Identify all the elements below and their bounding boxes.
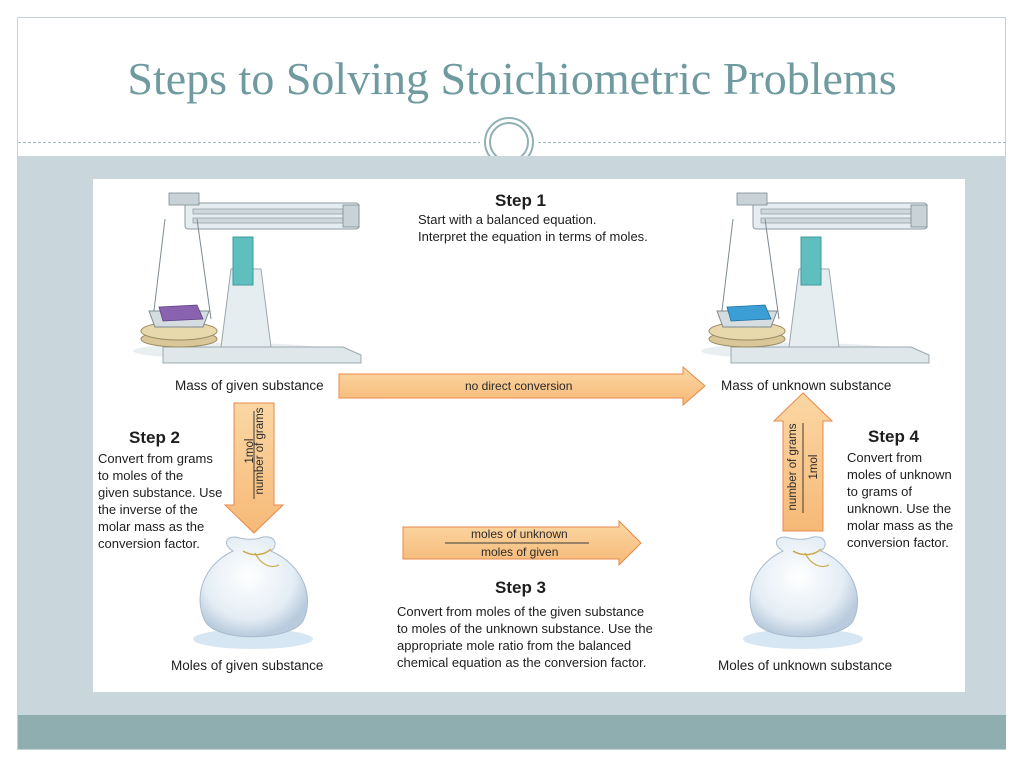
step3-heading: Step 3 xyxy=(495,578,547,597)
balance-right-icon xyxy=(701,192,930,364)
step2-line-3: given substance. Use xyxy=(98,485,223,500)
step2-heading: Step 2 xyxy=(129,428,181,447)
step3-line-4: chemical equation as the conversion fact… xyxy=(397,655,647,670)
step2-line-4: the inverse of the xyxy=(98,502,198,517)
step2-line-5: molar mass as the xyxy=(98,519,205,534)
step4-line-1: Convert from xyxy=(847,450,923,465)
step4-line-5: molar mass as the xyxy=(847,518,954,533)
step3-factor-denominator: moles of given xyxy=(481,545,559,559)
slide-title: Steps to Solving Stoichiometric Problems xyxy=(127,53,897,104)
step3-line-1: Convert from moles of the given substanc… xyxy=(397,604,645,619)
mass-given-label: Mass of given substance xyxy=(175,378,324,393)
step1-line-2: Interpret the equation in terms of moles… xyxy=(418,229,648,244)
moles-unknown-label: Moles of unknown substance xyxy=(718,658,893,673)
figure-artwork xyxy=(133,192,930,649)
step3-line-2: to moles of the unknown substance. Use t… xyxy=(397,621,653,636)
step4-conversion-arrow xyxy=(772,392,834,532)
step1-heading: Step 1 xyxy=(495,191,547,210)
mole-bag-left-icon xyxy=(193,536,313,649)
step2-line-1: Convert from grams xyxy=(98,451,213,466)
step4-heading: Step 4 xyxy=(868,427,920,446)
step3-conversion-arrow xyxy=(402,519,642,567)
step1-line-1: Start with a balanced equation. xyxy=(418,212,597,227)
no-direct-conversion-arrow xyxy=(338,365,706,407)
footer-band xyxy=(18,715,1006,749)
step4-factor-denominator: 1mol xyxy=(808,454,820,480)
step3-line-3: appropriate mole ratio from the balanced xyxy=(397,638,632,653)
balance-left-icon xyxy=(133,192,362,364)
stoichiometry-figure: Step 1 Start with a balanced equation. I… xyxy=(93,179,965,692)
step4-line-6: conversion factor. xyxy=(847,535,949,550)
step4-line-2: moles of unknown xyxy=(847,467,952,482)
step4-line-4: unknown. Use the xyxy=(847,501,952,516)
step2-conversion-arrow xyxy=(223,402,285,534)
mass-unknown-label: Mass of unknown substance xyxy=(721,378,892,393)
step2-factor-denominator: number of grams xyxy=(254,407,266,495)
step2-line-6: conversion factor. xyxy=(98,536,200,551)
mole-bag-right-icon xyxy=(743,536,863,649)
step4-factor-numerator: number of grams xyxy=(787,423,799,511)
no-direct-conversion-text: no direct conversion xyxy=(465,379,573,393)
moles-given-label: Moles of given substance xyxy=(171,658,324,673)
step2-line-2: to moles of the xyxy=(98,468,184,483)
step3-factor-numerator: moles of unknown xyxy=(471,527,568,541)
step4-line-3: to grams of xyxy=(847,484,913,499)
circle-ornament-inner-icon xyxy=(489,122,529,162)
